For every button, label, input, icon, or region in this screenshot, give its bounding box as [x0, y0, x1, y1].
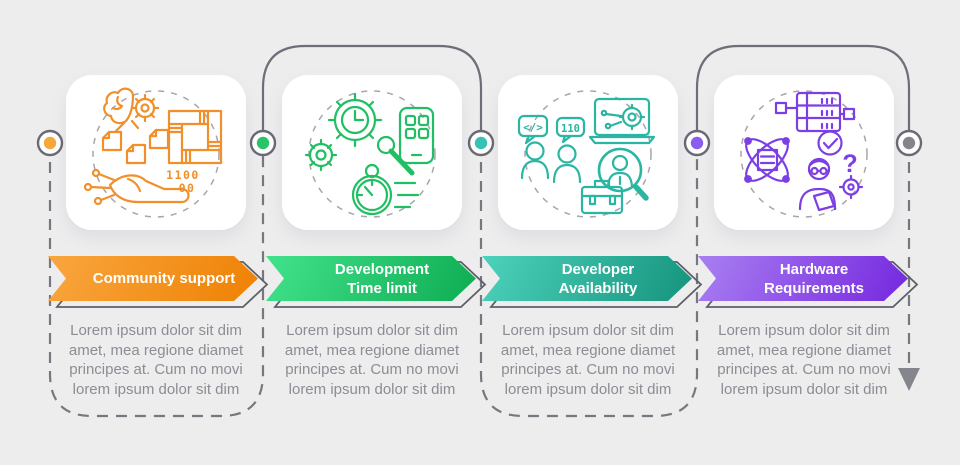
connector-loop-solid-1	[261, 44, 483, 143]
description-line: amet, mea regione diamet	[68, 341, 244, 359]
description-line: principes at. Cum no movi	[69, 361, 243, 378]
description-line: lorem ipsum dolor sit dim	[720, 380, 888, 398]
description-hardware-requirements: Lorem ipsum dolor sit dim amet, mea regi…	[704, 321, 904, 399]
description-line: principes at. Cum no movi	[717, 361, 891, 378]
banner-title-line1: Development	[334, 260, 430, 278]
description-line: principes at. Cum no movi	[285, 361, 459, 378]
developer-availability-icon: </> 110	[517, 90, 656, 218]
banner-arrow	[698, 256, 908, 301]
icon-card-developer-availability: </> 110	[498, 75, 678, 230]
description-line: lorem ipsum dolor sit dim	[72, 380, 240, 398]
hardware-requirements-icon: ?	[740, 90, 868, 218]
question-mark-glyph: ?	[842, 150, 857, 178]
icon-card-community-support: 1100 00	[66, 75, 246, 230]
dashed-circle	[740, 90, 868, 218]
banner-title-line2: Time limit	[347, 279, 417, 297]
connector-loop-dashed-2	[479, 143, 699, 418]
description-development-time-limit: Lorem ipsum dolor sit dim amet, mea regi…	[272, 321, 472, 399]
description-line: Lorem ipsum dolor sit dim	[70, 322, 242, 339]
description-line: amet, mea regione diamet	[284, 341, 460, 359]
binary-text-2: 00	[179, 181, 196, 195]
banner-title-line1: Community support	[92, 270, 236, 287]
description-line: Lorem ipsum dolor sit dim	[502, 322, 674, 339]
binary-text-1: 1100	[166, 168, 200, 182]
description-line: amet, mea regione diamet	[500, 341, 676, 359]
flow-end-arrow-icon	[898, 368, 920, 391]
dashed-circle	[524, 90, 652, 218]
description-line: amet, mea regione diamet	[716, 341, 892, 359]
description-line: principes at. Cum no movi	[501, 361, 675, 378]
icon-card-development-time-limit	[282, 75, 462, 230]
code-bubble-text: </>	[523, 121, 543, 134]
banner-arrow	[482, 256, 692, 301]
description-line: lorem ipsum dolor sit dim	[504, 380, 672, 398]
banner-arrow	[48, 256, 258, 301]
development-time-limit-icon	[304, 90, 436, 218]
description-community-support: Lorem ipsum dolor sit dim amet, mea regi…	[56, 321, 256, 399]
description-line: Lorem ipsum dolor sit dim	[286, 322, 458, 339]
banner-title-line2: Availability	[558, 279, 638, 297]
description-developer-availability: Lorem ipsum dolor sit dim amet, mea regi…	[488, 321, 688, 399]
dashed-circle	[92, 90, 220, 218]
banner-title-line1: Hardware	[779, 260, 849, 278]
banner-community-support: Community support	[48, 256, 269, 308]
binary-bubble-text: 110	[561, 123, 580, 135]
banner-title: Community support	[48, 256, 258, 301]
description-line: lorem ipsum dolor sit dim	[288, 380, 456, 398]
community-support-icon: 1100 00	[83, 87, 223, 218]
connector-loop-solid-2	[695, 44, 911, 143]
banner-title-line1: Developer	[561, 260, 635, 278]
banner-arrow	[266, 256, 476, 301]
icon-card-hardware-requirements: ?	[714, 75, 894, 230]
connector-loop-dashed-1	[48, 143, 265, 418]
description-line: Lorem ipsum dolor sit dim	[718, 322, 890, 339]
banner-title-line2: Requirements	[763, 279, 865, 297]
